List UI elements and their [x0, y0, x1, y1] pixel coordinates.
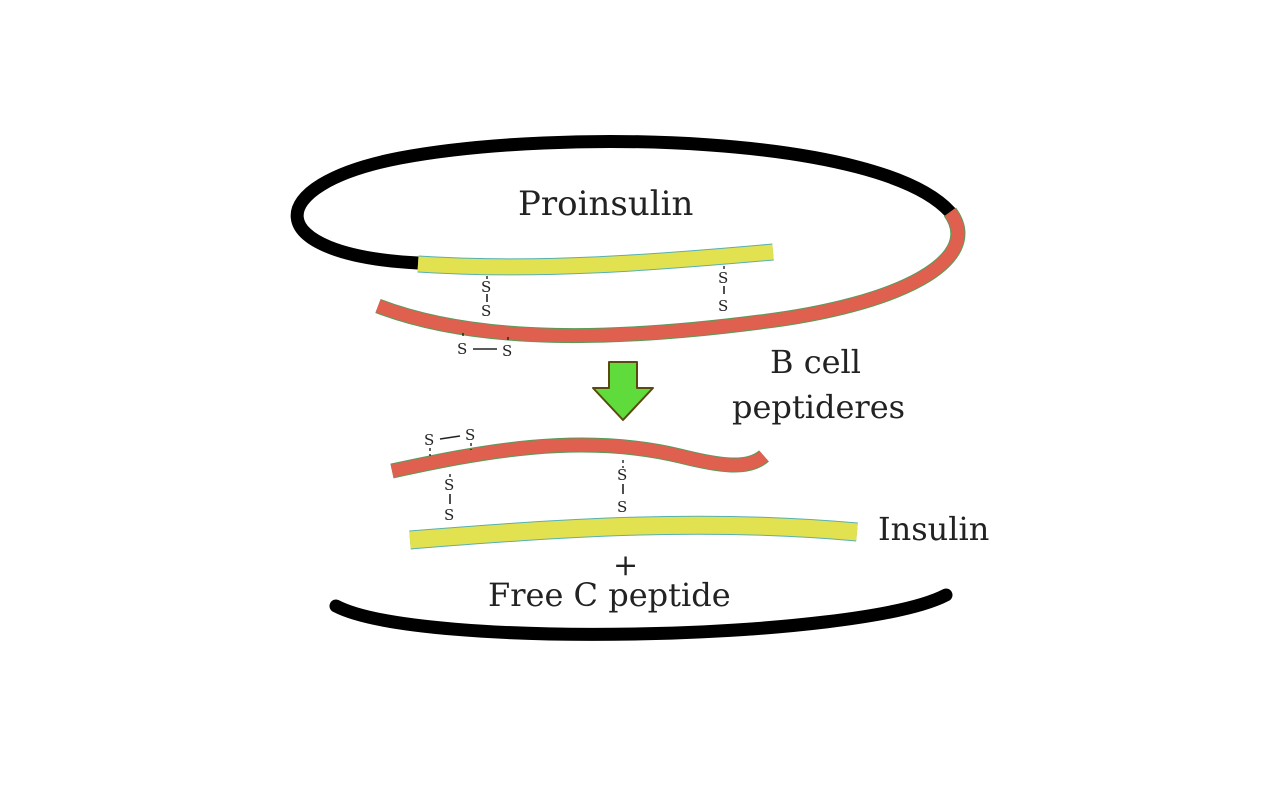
- sulfur-atom: S: [465, 426, 475, 444]
- proinsulin-intrachain-bond: S S: [457, 333, 512, 360]
- c-peptide-loop: [290, 135, 957, 270]
- insulin-a-chain-fill: [390, 438, 769, 478]
- proinsulin-label: Proinsulin: [518, 184, 693, 224]
- sulfur-atom: S: [617, 466, 627, 484]
- proinsulin-interchain-bond-1: S S: [481, 276, 491, 320]
- sulfur-atom: S: [718, 297, 728, 315]
- sulfur-atom: S: [444, 506, 454, 524]
- insulin-interchain-bond-2: S S: [617, 460, 627, 516]
- proinsulin-b-chain-fill: [417, 244, 774, 275]
- b-cell-label-line1: B cell: [770, 343, 861, 381]
- insulin-intrachain-bond: S S: [424, 426, 475, 456]
- sulfur-atom: S: [718, 269, 728, 287]
- proinsulin-interchain-bond-2: S S: [718, 266, 728, 315]
- sulfur-atom: S: [481, 278, 491, 296]
- sulfur-atom: S: [502, 342, 512, 360]
- conversion-arrow: [592, 361, 654, 421]
- insulin-interchain-bond-1: S S: [444, 474, 454, 524]
- sulfur-atom: S: [617, 498, 627, 516]
- sulfur-atom: S: [444, 476, 454, 494]
- insulin-b-chain-fill: [409, 516, 858, 549]
- free-c-peptide-chain: [329, 588, 953, 641]
- sulfur-atom: S: [457, 340, 467, 358]
- sulfur-atom: S: [424, 431, 434, 449]
- sulfur-atom: S: [481, 302, 491, 320]
- proinsulin-a-chain-fill: [375, 208, 965, 343]
- b-cell-label-line2: peptideres: [732, 388, 905, 426]
- insulin-label: Insulin: [878, 510, 989, 548]
- plus-sign: +: [613, 548, 638, 583]
- free-c-peptide-label: Free C peptide: [488, 576, 731, 614]
